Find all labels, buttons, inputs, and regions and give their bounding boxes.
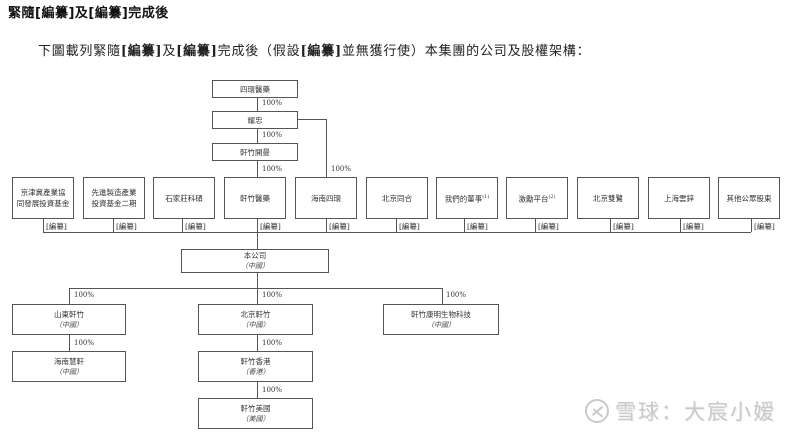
shareholder-name: 軒竹醫藥 <box>240 193 270 203</box>
stake-redacted-label: [編纂] <box>329 222 350 231</box>
connector <box>257 219 258 232</box>
shareholder-name: 激勵平台 <box>518 194 549 204</box>
connector <box>257 129 258 143</box>
footnote-marker: (2) <box>548 193 556 200</box>
connector <box>610 219 611 232</box>
stake-redacted-label: [編纂] <box>399 222 420 231</box>
node-shandong-xuanzhu: 山東軒竹 （中國） <box>12 304 126 335</box>
stake-redacted-label: [編纂] <box>683 222 704 231</box>
connector <box>464 219 465 232</box>
connector <box>257 382 258 399</box>
stake-redacted-label: [編纂] <box>467 222 488 231</box>
pct-label: 100% <box>262 386 283 394</box>
node-hainan-huixuan: 海南慧軒 （中國） <box>12 351 126 382</box>
watermark: 雪球：大宸小嫒 <box>585 396 776 426</box>
stake-redacted-label: [編纂] <box>260 222 281 231</box>
shareholder-name: 北京同合 <box>382 193 412 203</box>
shareholder-node: 石家莊科碩 <box>153 177 215 219</box>
connector <box>257 335 258 352</box>
connector <box>257 161 258 177</box>
shareholder-name: 京津冀產業協 <box>20 188 66 197</box>
node-company: 本公司 （中國） <box>181 249 329 273</box>
stake-redacted-label: [編纂] <box>46 222 67 231</box>
shareholder-node: 北京雙鷺 <box>577 177 639 219</box>
connector <box>680 219 681 232</box>
connector <box>257 273 258 288</box>
node-beijing-xuanzhu: 北京軒竹 （中國） <box>198 304 313 335</box>
footnote-marker: (1) <box>482 193 490 200</box>
shareholder-node: 其他公眾股東 <box>718 177 780 219</box>
shareholder-node: 京津冀產業協同發展投資基金 <box>12 177 74 219</box>
stake-redacted-label: [編纂] <box>538 222 559 231</box>
connector <box>257 98 258 112</box>
shareholder-name: 其他公眾股東 <box>726 193 772 203</box>
xueqiu-logo-icon <box>585 399 609 423</box>
connector <box>326 119 327 177</box>
shareholder-label: 我們的董事(1) <box>445 192 490 205</box>
pct-label: 100% <box>262 99 283 107</box>
shareholder-label: 激勵平台(2) <box>518 192 555 205</box>
connector <box>257 232 258 249</box>
stake-redacted-label: [編纂] <box>613 222 634 231</box>
connector <box>182 219 183 232</box>
shareholder-node: 我們的董事(1) <box>436 177 498 219</box>
node-yaozhong: 耀忠 <box>212 111 298 129</box>
node-xuanzhu-kangming: 軒竹康明生物科技 （中國） <box>383 304 499 335</box>
connector <box>442 288 443 304</box>
shareholder-name: 先進製造產業 <box>91 188 137 197</box>
node-xuanzhu-cayman: 軒竹開曼 <box>212 143 298 161</box>
subsidiary-bus <box>69 288 443 289</box>
connector <box>69 335 70 352</box>
shareholder-name: 上海雲鋅 <box>664 193 694 203</box>
connector <box>43 219 44 232</box>
pct-label: 100% <box>74 291 95 299</box>
shareholder-name-line2: 同發展投資基金 <box>16 199 70 208</box>
shareholder-name: 北京雙鷺 <box>593 193 623 203</box>
shareholder-node: 軒竹醫藥 <box>224 177 286 219</box>
pct-label: 100% <box>331 165 352 173</box>
pct-label: 100% <box>262 291 283 299</box>
shareholder-bus <box>43 232 751 233</box>
connector <box>535 219 536 232</box>
node-sihuan-pharma: 四環醫藥 <box>212 80 298 98</box>
shareholder-name-line2: 投資基金二期 <box>91 199 137 208</box>
shareholder-node: 激勵平台(2) <box>506 177 568 219</box>
stake-redacted-label: [編纂] <box>754 222 775 231</box>
pct-label: 100% <box>262 165 283 173</box>
stake-redacted-label: [編纂] <box>116 222 137 231</box>
pct-label: 100% <box>446 291 467 299</box>
section-heading: 緊隨[編纂]及[編纂]完成後 <box>8 6 169 21</box>
shareholder-node: 先進製造產業投資基金二期 <box>83 177 145 219</box>
pct-label: 100% <box>262 131 283 139</box>
shareholder-name: 海南四環 <box>311 193 341 203</box>
node-xuanzhu-hongkong: 軒竹香港 （香港） <box>198 351 313 382</box>
shareholder-name: 我們的董事 <box>444 194 483 204</box>
shareholder-node: 北京同合 <box>366 177 428 219</box>
pct-label: 100% <box>74 339 95 347</box>
connector <box>298 119 326 120</box>
shareholder-name: 石家莊科碩 <box>165 193 203 203</box>
stake-redacted-label: [編纂] <box>185 222 206 231</box>
connector <box>69 288 70 304</box>
pct-label: 100% <box>262 339 283 347</box>
intro-paragraph: 下圖載列緊隨[編纂]及[編纂]完成後（假設[編纂]並無獲行使）本集團的公司及股權… <box>38 44 591 59</box>
connector <box>257 288 258 304</box>
shareholder-node: 海南四環 <box>295 177 357 219</box>
connector <box>326 219 327 232</box>
connector <box>113 219 114 232</box>
connector <box>751 219 752 232</box>
connector <box>396 219 397 232</box>
node-xuanzhu-usa: 軒竹美國 （美國） <box>198 398 313 429</box>
shareholder-node: 上海雲鋅 <box>648 177 710 219</box>
